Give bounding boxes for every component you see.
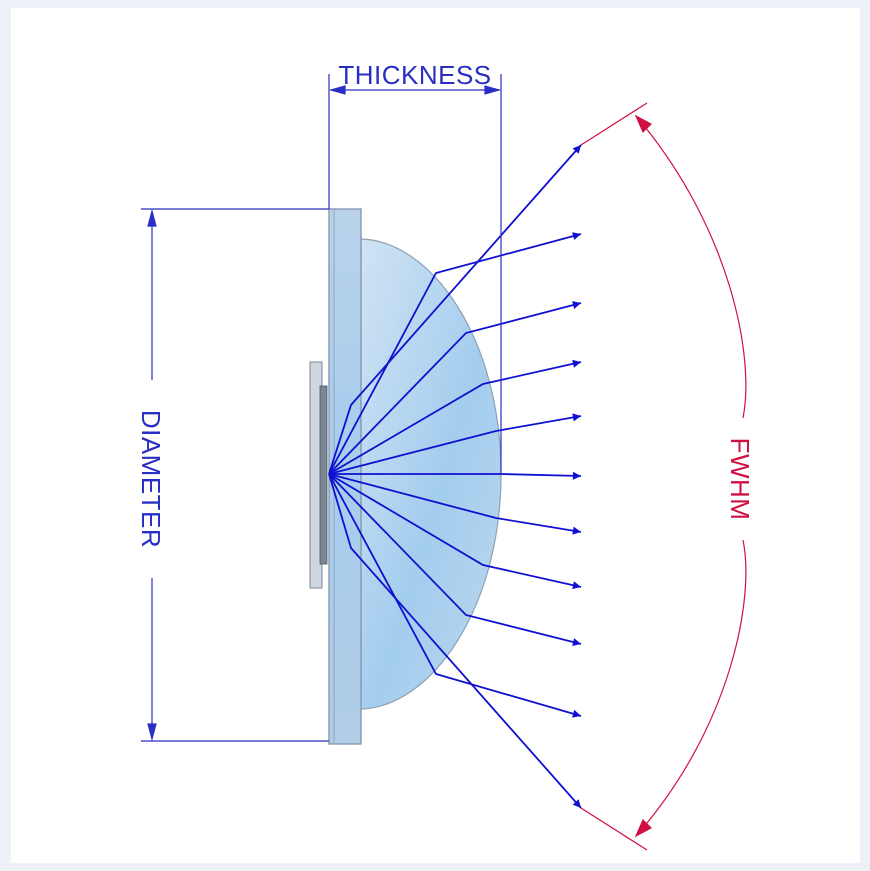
thickness-label: THICKNESS — [338, 60, 491, 90]
ray — [328, 232, 582, 475]
ray — [328, 413, 582, 475]
diameter-dimension — [141, 208, 329, 742]
diameter-label: DIAMETER — [136, 410, 166, 548]
ray — [328, 473, 582, 646]
lens-diagram: THICKNESS DIAMETER FWHM — [136, 60, 755, 851]
ray — [328, 473, 582, 590]
led-chip — [319, 385, 328, 565]
ray — [328, 473, 582, 535]
ray — [328, 144, 582, 475]
fwhm-dimension — [580, 102, 747, 851]
ray — [328, 301, 582, 475]
ray — [328, 473, 582, 809]
fwhm-label: FWHM — [725, 438, 755, 521]
ray — [328, 359, 582, 475]
thickness-dimension — [328, 74, 502, 474]
ray — [328, 473, 582, 718]
light-rays — [328, 144, 582, 809]
diagram-canvas: THICKNESS DIAMETER FWHM — [11, 8, 860, 863]
